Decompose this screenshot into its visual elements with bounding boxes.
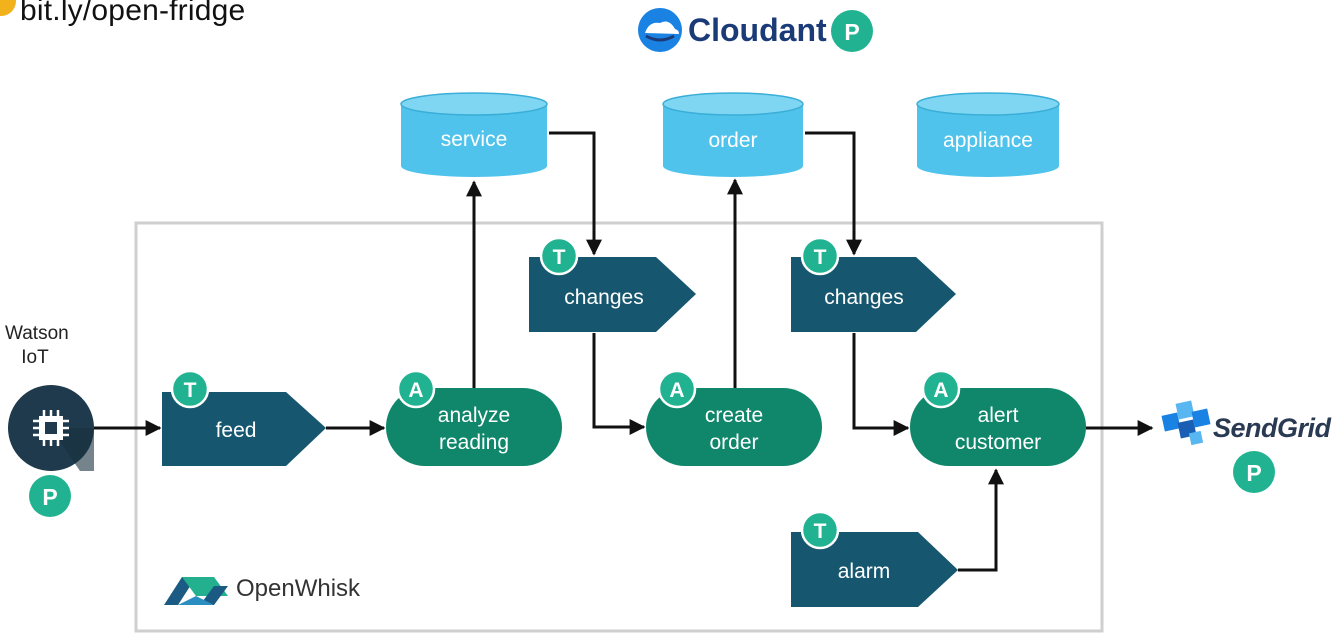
- watson-label-text: Watson IoT: [5, 323, 69, 368]
- trigger-label: changes: [564, 286, 643, 309]
- arrow-alarm-to-alert: [958, 468, 1004, 572]
- arrow-order-to-changes: [805, 131, 862, 256]
- arrow-service-to-changes: [549, 131, 602, 256]
- action-label-line1: analyze: [438, 404, 510, 427]
- database-service: service: [400, 92, 548, 177]
- action-alert-customer: alert customer A: [910, 369, 1086, 466]
- trigger-badge: T: [814, 520, 827, 543]
- trigger-badge: T: [553, 246, 566, 269]
- cloudant-logo-icon: [638, 8, 682, 52]
- sendgrid-package-badge: P: [1233, 451, 1275, 493]
- database-order: order: [662, 92, 804, 177]
- source-url: bit.ly/open-fridge: [20, 0, 246, 27]
- action-label-line1: alert: [978, 404, 1019, 427]
- database-label: service: [441, 128, 508, 151]
- action-label-line2: reading: [439, 431, 509, 454]
- connectors: [94, 131, 1154, 572]
- action-analyze-reading: analyze reading A: [386, 369, 562, 466]
- trigger-label: changes: [824, 286, 903, 309]
- database-appliance: appliance: [916, 92, 1060, 177]
- trigger-alarm: alarm T: [791, 510, 958, 607]
- openwhisk-logo-icon: [164, 577, 228, 605]
- action-create-order: create order A: [646, 369, 822, 466]
- package-badge-label: P: [1246, 460, 1261, 486]
- trigger-badge: T: [814, 246, 827, 269]
- action-badge: A: [669, 379, 684, 402]
- database-label: appliance: [943, 129, 1033, 152]
- cloudant-label: Cloudant: [688, 12, 827, 48]
- arrow-changes-to-alert: [852, 333, 910, 436]
- trigger-changes-order: changes T: [791, 236, 956, 332]
- trigger-label: alarm: [838, 560, 891, 583]
- action-badge: A: [933, 379, 948, 402]
- trigger-feed: feed T: [162, 369, 326, 466]
- database-label: order: [708, 129, 757, 152]
- watson-iot-icon: [8, 385, 94, 471]
- arrow-changes-to-create-order: [592, 333, 646, 435]
- sendgrid-label: SendGrid: [1213, 413, 1331, 443]
- action-badge: A: [408, 379, 423, 402]
- trigger-changes-service: changes T: [529, 236, 696, 332]
- package-badge-label: P: [844, 19, 859, 45]
- action-label-line1: create: [705, 404, 763, 427]
- trigger-label: feed: [216, 419, 257, 442]
- openwhisk-label: OpenWhisk: [236, 575, 361, 602]
- action-label-line2: customer: [955, 431, 1041, 454]
- watson-package-badge: P: [29, 475, 71, 517]
- action-label-line2: order: [709, 431, 758, 454]
- cloudant-package-badge: P: [831, 10, 873, 52]
- trigger-badge: T: [184, 379, 197, 402]
- watson-iot-label: Watson IoT: [5, 322, 69, 370]
- package-badge-label: P: [42, 484, 57, 510]
- sendgrid-logo-icon: [1161, 400, 1211, 446]
